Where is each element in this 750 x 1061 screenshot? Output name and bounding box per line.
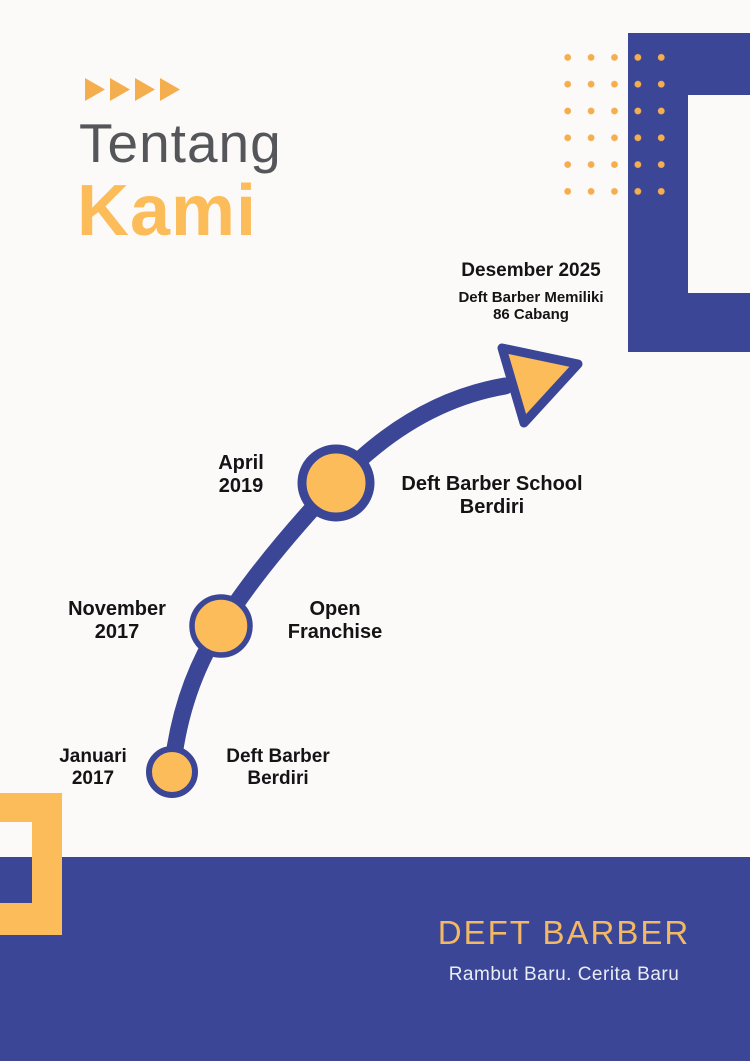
- milestone-label-line: Berdiri: [247, 768, 309, 789]
- milestone-date-desember-2025: Desember 2025: [461, 260, 601, 281]
- page-title-line1: Tentang: [79, 112, 282, 174]
- milestone-label-desember-2025: Deft Barber Memiliki 86 Cabang: [431, 289, 631, 323]
- milestone-label-line: Franchise: [287, 621, 383, 643]
- milestone-label-line: Open: [309, 598, 361, 620]
- footer-text-block: DEFT BARBER Rambut Baru. Cerita Baru: [380, 914, 748, 986]
- milestone-date-line: April: [218, 452, 264, 474]
- milestone-date-januari-2017: Januari 2017: [23, 746, 163, 790]
- milestone-date-november-2017: November 2017: [42, 598, 192, 644]
- milestone-label-line: Deft Barber School: [401, 473, 583, 495]
- milestone-date-line: 2017: [71, 768, 115, 789]
- timeline-curve: [163, 377, 514, 781]
- arrow-triangle-icon: [135, 78, 155, 101]
- footer-band: DEFT BARBER Rambut Baru. Cerita Baru: [0, 857, 750, 1061]
- milestone-date-line: 2019: [218, 475, 264, 497]
- milestone-label-line: 86 Cabang: [493, 306, 569, 323]
- milestone-date-line: November: [68, 598, 166, 620]
- timeline-node-januari-2017: [146, 746, 198, 798]
- milestone-label-line: Deft Barber: [226, 746, 330, 767]
- timeline-node-november-2017: [189, 594, 253, 658]
- arrow-triangle-icon: [160, 78, 180, 101]
- arrow-triangle-icon: [85, 78, 105, 101]
- milestone-date-line: Januari: [59, 746, 127, 767]
- milestone-date-april-2019: April 2019: [191, 452, 291, 498]
- arrow-decoration-row: [85, 78, 180, 101]
- milestone-label-line: Berdiri: [459, 496, 525, 518]
- timeline-node-april-2019: [297, 444, 375, 522]
- brand-tagline: Rambut Baru. Cerita Baru: [448, 964, 680, 986]
- page-title-line2: Kami: [77, 171, 258, 251]
- arrow-triangle-icon: [110, 78, 130, 101]
- milestone-date-line: 2017: [94, 621, 140, 643]
- brand-name: DEFT BARBER: [437, 914, 691, 951]
- timeline-arrowhead-icon: [497, 343, 583, 428]
- milestone-label-line: Deft Barber Memiliki: [458, 289, 604, 306]
- milestone-label-april-2019: Deft Barber School Berdiri: [392, 473, 592, 519]
- milestone-label-november-2017: Open Franchise: [260, 598, 410, 644]
- milestone-label-januari-2017: Deft Barber Berdiri: [198, 746, 358, 790]
- dots-pattern: [556, 44, 674, 205]
